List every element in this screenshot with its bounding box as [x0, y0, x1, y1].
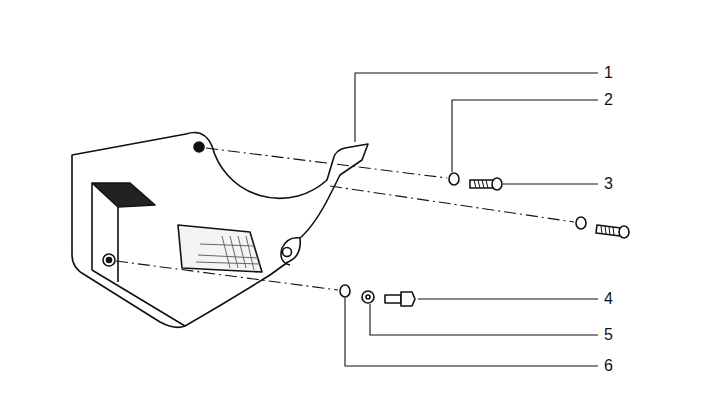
cover-side-panel [92, 183, 118, 282]
centre-line [116, 261, 338, 290]
mount-hole [194, 142, 204, 152]
callout-number: 4 [604, 291, 613, 307]
leader-line [418, 298, 598, 299]
mount-hole [107, 258, 112, 263]
screw [470, 180, 493, 188]
washer [576, 217, 586, 229]
mount-hole [103, 254, 115, 266]
callout-number: 2 [604, 92, 613, 108]
screw-head [492, 178, 502, 190]
centre-line [330, 186, 574, 222]
callout-number: 5 [604, 327, 613, 343]
screw-head [619, 226, 629, 238]
bolt [385, 295, 401, 303]
callout-number: 3 [604, 176, 613, 192]
callout-number: 1 [604, 65, 613, 81]
cover-outline [72, 133, 368, 328]
lock-washer [366, 295, 370, 299]
centre-line [206, 148, 447, 178]
leader-line [370, 304, 598, 335]
mount-hole [283, 248, 292, 257]
leader-line [355, 73, 598, 142]
leader-line [345, 298, 598, 366]
lock-washer [362, 291, 374, 303]
screw-thread [474, 180, 488, 188]
leader-line [452, 100, 598, 172]
cover-ear-lower [281, 238, 300, 265]
leader-line [503, 183, 598, 184]
washer [449, 173, 459, 185]
cover-window [178, 225, 262, 272]
cover-side-face [92, 183, 155, 207]
callout-number: 6 [604, 358, 613, 374]
screw-thread [601, 226, 614, 235]
washer [340, 285, 350, 297]
cover-edge [92, 270, 185, 326]
bolt-head [401, 292, 415, 306]
cover-window-shade [196, 236, 260, 270]
screw [596, 225, 621, 236]
